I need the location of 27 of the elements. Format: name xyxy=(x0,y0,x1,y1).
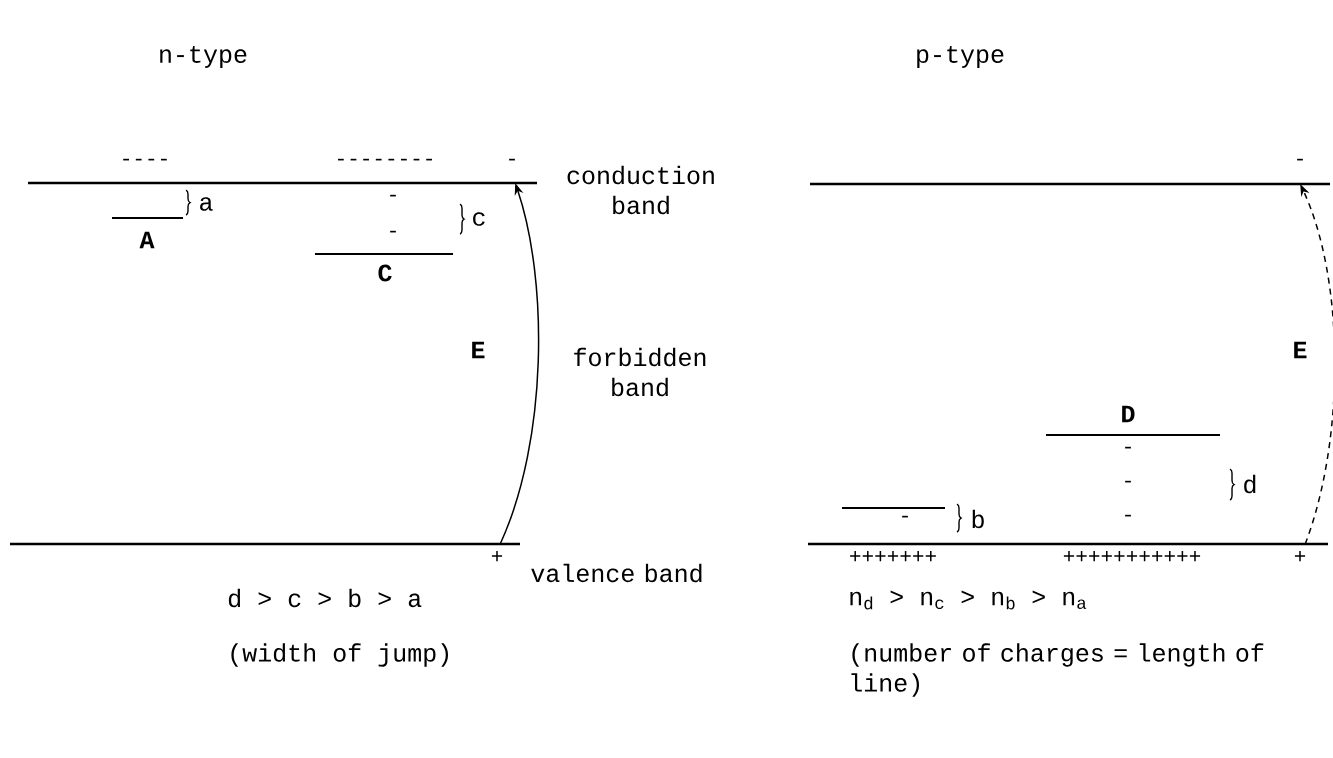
charge-sign: - xyxy=(902,515,908,518)
jump-label: d xyxy=(1244,474,1256,494)
band-label: conduction band xyxy=(567,165,714,215)
panel-title: n-type xyxy=(160,46,247,68)
band-label: forbidden band xyxy=(574,347,706,397)
level-label: A xyxy=(139,231,155,249)
charge-sign: - xyxy=(1125,514,1131,517)
jump-label: c xyxy=(473,212,485,226)
band-line xyxy=(10,542,520,546)
panel-title: p-type xyxy=(917,46,1004,68)
band-line xyxy=(808,542,1328,546)
edge-label: E xyxy=(1294,341,1307,359)
level-label: D xyxy=(1122,405,1135,423)
inequality: n$_{d}$ > n$_{c}$ > n$_{b}$ > n$_{a}$ xyxy=(850,590,1087,610)
charge-sign: - xyxy=(509,158,515,161)
charge-sign: -------- xyxy=(338,158,432,161)
charge-sign: - xyxy=(390,230,396,233)
caption-note: (width of jump) xyxy=(231,643,448,667)
level-label: C xyxy=(378,264,392,282)
caption-note: (number of charges = length of line) xyxy=(851,643,1264,697)
charge-sign: - xyxy=(1125,480,1131,483)
inequality: d > c > b > a xyxy=(228,588,422,608)
charge-sign: + xyxy=(1294,550,1306,562)
charge-sign: - xyxy=(1125,446,1131,449)
edge-label: E xyxy=(472,341,485,359)
charge-sign: - xyxy=(1297,158,1303,161)
charge-sign: + xyxy=(491,550,503,562)
